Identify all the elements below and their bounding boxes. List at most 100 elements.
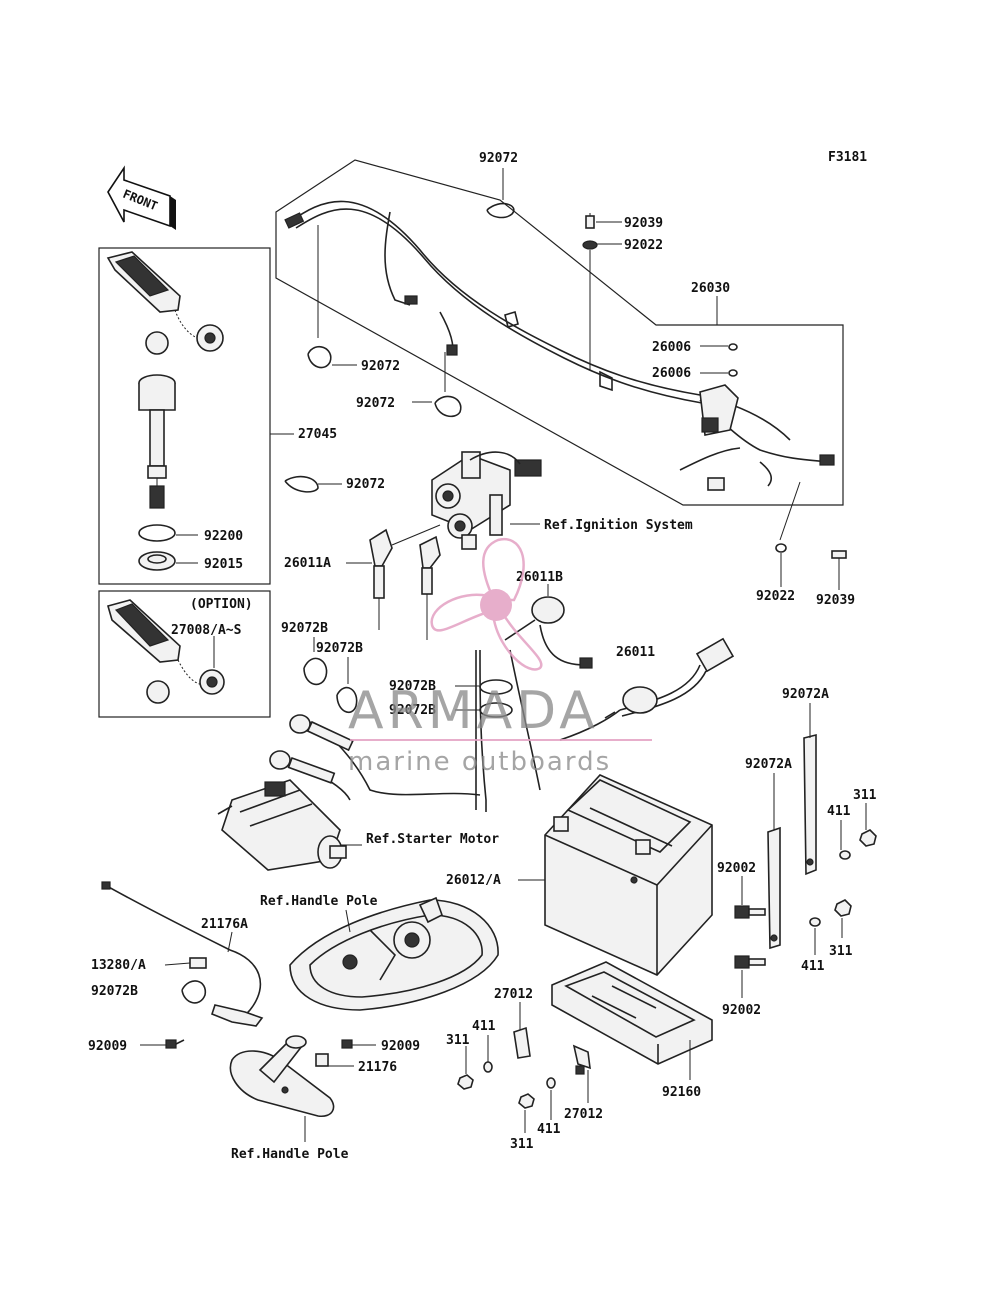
clip-ring-92072B-b <box>336 686 358 714</box>
battery-26012 <box>544 774 713 976</box>
label-92002-a: 92002 <box>717 861 756 876</box>
label-92072B-c: 92072B <box>389 679 436 694</box>
plug-cap-26011A <box>369 528 393 630</box>
label-92072-b: 92072 <box>356 396 395 411</box>
washer-411-d <box>546 1077 556 1089</box>
nut-311-d <box>518 1093 535 1109</box>
label-92015: 92015 <box>204 557 243 572</box>
watermark-brand: ARMADA <box>348 681 599 741</box>
label-92009-a: 92009 <box>88 1039 127 1054</box>
watermark-tagline: marine outboards <box>348 747 611 777</box>
label-92009-b: 92009 <box>381 1039 420 1054</box>
plug-cap-26011A-second <box>419 535 441 640</box>
label-92072B-b: 92072B <box>316 641 363 656</box>
nut-311-a <box>859 829 877 847</box>
label-26030: 26030 <box>691 281 730 296</box>
lead-wire-26011 <box>604 637 735 719</box>
label-92072B-e: 92072B <box>91 984 138 999</box>
clip-ring-92072-b <box>434 395 462 418</box>
bracket-27012-b <box>572 1044 591 1075</box>
label-311-c: 311 <box>446 1033 470 1048</box>
clip-ring-92072B-e <box>181 980 207 1004</box>
label-411-c: 411 <box>472 1019 496 1034</box>
label-26011B: 26011B <box>516 570 563 585</box>
clip-ring-92072-a <box>307 345 332 369</box>
label-92072-top: 92072 <box>479 151 518 166</box>
clip-26006-a <box>728 343 738 351</box>
battery-cables <box>269 649 621 812</box>
handle-pole-housing <box>289 896 499 1011</box>
option-key-box <box>98 590 271 718</box>
option-key-lanyard <box>107 599 225 704</box>
ref-handle-pole-top: Ref.Handle Pole <box>260 894 378 909</box>
front-arrow-icon: FRONT <box>107 165 176 230</box>
clip-ring-92072B-a <box>303 657 328 686</box>
key-kit-box <box>98 247 271 585</box>
label-92072A-b: 92072A <box>745 757 792 772</box>
ref-ignition-system: Ref.Ignition System <box>544 518 693 533</box>
screw-92009-a <box>165 1039 185 1049</box>
label-26006-b: 26006 <box>652 366 691 381</box>
label-26011A: 26011A <box>284 556 331 571</box>
bolt-92002-b <box>734 955 766 969</box>
label-27012-a: 27012 <box>494 987 533 1002</box>
nut-311-b <box>834 899 852 917</box>
label-13280: 13280/A <box>91 958 146 973</box>
label-26006-a: 26006 <box>652 340 691 355</box>
strap-92072A-a <box>803 733 817 876</box>
label-92022-top: 92022 <box>624 238 663 253</box>
bushing-21176 <box>315 1053 329 1067</box>
label-92072B-a: 92072B <box>281 621 328 636</box>
washer-411-c <box>483 1061 493 1073</box>
washer-92022-top <box>582 240 598 250</box>
key-switch-27045 <box>138 374 176 509</box>
label-26011: 26011 <box>616 645 655 660</box>
label-92072-a: 92072 <box>361 359 400 374</box>
label-311-d: 311 <box>510 1137 534 1152</box>
harness-frame <box>275 159 844 506</box>
label-92039-mid: 92039 <box>816 593 855 608</box>
washer-92022-mid <box>775 543 787 553</box>
clip-ring-92072-top <box>486 202 515 219</box>
label-27012-b: 27012 <box>564 1107 603 1122</box>
label-411-b: 411 <box>801 959 825 974</box>
label-411-a: 411 <box>827 804 851 819</box>
clip-ring-92072-c <box>284 475 319 493</box>
nut-92015 <box>138 551 176 571</box>
bolt-92002-a <box>734 905 766 919</box>
starter-motor <box>217 779 347 871</box>
handle-pole-bracket <box>229 1035 335 1118</box>
label-92039-top: 92039 <box>624 216 663 231</box>
propeller-logo-icon <box>430 537 543 671</box>
figure-code: F3181 <box>828 150 867 165</box>
label-311-a: 311 <box>853 788 877 803</box>
key-lanyard <box>106 251 224 355</box>
ref-starter-motor: Ref.Starter Motor <box>366 832 499 847</box>
nut-311-c <box>457 1074 474 1090</box>
battery-tray-92160 <box>551 961 713 1065</box>
label-92022-mid: 92022 <box>756 589 795 604</box>
label-27045: 27045 <box>298 427 337 442</box>
label-21176A: 21176A <box>201 917 248 932</box>
armada-watermark: ARMADA marine outboards <box>348 537 652 777</box>
plug-cap-26011B <box>504 596 593 669</box>
label-92002-b: 92002 <box>722 1003 761 1018</box>
ref-handle-pole-bottom: Ref.Handle Pole <box>231 1147 349 1162</box>
ring-92200 <box>138 524 176 542</box>
label-92072-c: 92072 <box>346 477 385 492</box>
label-92160: 92160 <box>662 1085 701 1100</box>
ignition-coil-unit <box>431 451 542 550</box>
bracket-27012-a <box>513 1026 531 1059</box>
label-92072A-a: 92072A <box>782 687 829 702</box>
screw-92009-b <box>341 1039 353 1049</box>
bolt-92039-mid <box>831 550 847 559</box>
main-wire-harness <box>284 200 835 491</box>
washer-411-b <box>809 917 821 927</box>
label-option: (OPTION) <box>190 597 253 612</box>
clip-26006-b <box>728 369 738 377</box>
switch-wire-21176A <box>101 881 264 1027</box>
strap-92072A-b <box>767 826 781 950</box>
label-311-b: 311 <box>829 944 853 959</box>
